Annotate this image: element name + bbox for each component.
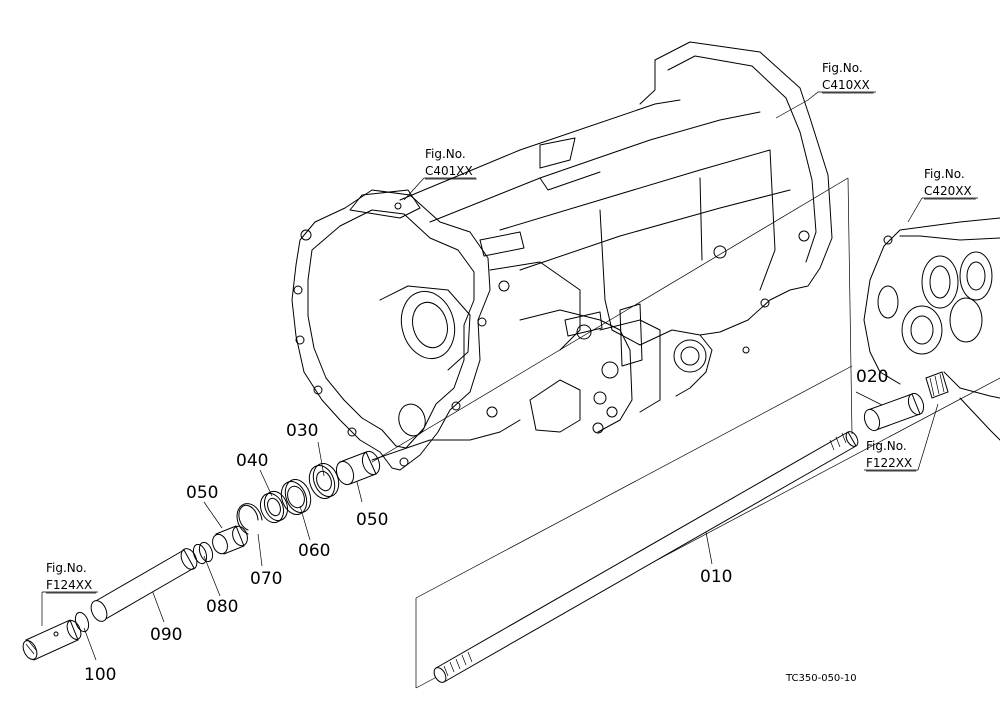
- tube-090: [90, 548, 198, 622]
- coupling-f124: [22, 619, 82, 661]
- fig-ref-c410-line2: C410XX: [822, 78, 870, 92]
- bushing-050-left: [212, 525, 248, 555]
- fig-ref-c401-line1: Fig.No.: [425, 147, 466, 161]
- transmission-housing: [291, 41, 833, 471]
- o-ring-100: [74, 611, 90, 633]
- bearing-030: [308, 463, 340, 499]
- fig-ref-c401-line2: C401XX: [425, 164, 473, 178]
- part-label-080: 080: [206, 597, 238, 617]
- fig-ref-f124-line1: Fig.No.: [46, 561, 87, 575]
- leader-lines: [41, 91, 1000, 689]
- part-label-050-left: 050: [186, 483, 218, 503]
- part-label-020: 020: [856, 367, 888, 387]
- fig-ref-c410-line1: Fig.No.: [822, 61, 863, 75]
- part-label-030: 030: [286, 421, 318, 441]
- fig-ref-c420-line1: Fig.No.: [924, 167, 965, 181]
- fig-ref-f124-line2: F124XX: [46, 578, 92, 592]
- drawing-code: TC350-050-10: [785, 673, 857, 684]
- part-label-010: 010: [700, 567, 732, 587]
- figure-references: Fig.No. C410XX Fig.No. C401XX Fig.No. C4…: [46, 61, 976, 594]
- partial-housing-right: [863, 217, 1000, 441]
- part-label-100: 100: [84, 665, 116, 685]
- fig-ref-f122-line2: F122XX: [866, 456, 912, 470]
- part-label-050-right: 050: [356, 510, 388, 530]
- part-numbers: 010 020 030 040 050 050 060 070 080 090 …: [84, 367, 888, 685]
- seal-060: [280, 479, 312, 515]
- bearing-040: [259, 490, 289, 524]
- fig-ref-f122-line1: Fig.No.: [866, 439, 907, 453]
- snap-ring-070: [236, 503, 263, 535]
- o-ring-080: [192, 541, 214, 565]
- part-label-090: 090: [150, 625, 182, 645]
- shaft-010: [433, 431, 859, 683]
- part-label-060: 060: [298, 541, 330, 561]
- part-label-040: 040: [236, 451, 268, 471]
- part-label-070: 070: [250, 569, 282, 589]
- bushing-050-right: [335, 450, 381, 486]
- sleeve-020: [863, 371, 949, 432]
- fig-ref-c420-line2: C420XX: [924, 184, 972, 198]
